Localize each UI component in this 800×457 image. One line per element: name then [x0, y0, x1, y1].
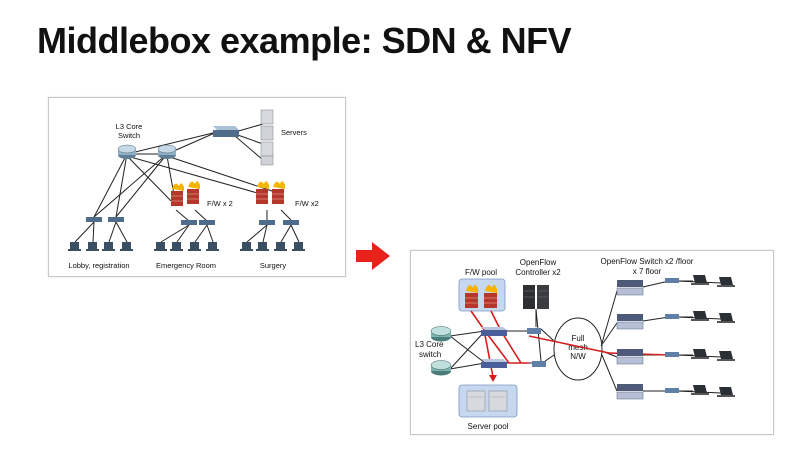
fw-label-er: F/W x 2 — [207, 199, 233, 208]
transition-arrow-icon — [356, 242, 390, 270]
fw-pool-label: F/W pool — [465, 268, 497, 277]
openflow-controller — [523, 285, 549, 309]
access-switches — [86, 217, 299, 225]
server-stack — [260, 109, 274, 166]
traditional-links — [74, 123, 300, 243]
slide-title: Middlebox example: SDN & NFV — [37, 20, 572, 61]
controller-label-line2: Controller x2 — [515, 268, 561, 277]
fw-pool-firewall-2 — [484, 284, 497, 308]
firewall-er-1 — [171, 183, 184, 206]
controller-label-line1: OpenFlow — [520, 258, 557, 267]
workstations — [68, 242, 305, 251]
mesh-label-line3: N/W — [570, 352, 586, 361]
core-label-line2: Switch — [118, 131, 140, 140]
core-router-1 — [117, 144, 137, 159]
server-pool-label: Server pool — [468, 422, 509, 431]
zone-label-surgery: Surgery — [260, 261, 287, 270]
server-pool-servers — [466, 390, 508, 412]
mesh-label-line1: Full — [572, 334, 585, 343]
floor-switch-label-line1: OpenFlow Switch x2 /floor — [601, 257, 694, 266]
floor-access-switches — [665, 278, 679, 393]
floor-switch-label-line2: x 7 floor — [633, 267, 662, 276]
zone-label-er: Emergency Room — [156, 261, 216, 270]
zone-label-lobby: Lobby, registration — [68, 261, 129, 270]
sdn-core-router-1 — [430, 326, 452, 342]
sdn-core-router-2 — [430, 360, 452, 376]
floor-laptops — [691, 275, 735, 397]
distribution-switch — [213, 126, 239, 137]
sdn-core-label-line1: L3 Core — [415, 340, 444, 349]
sdn-network-svg: F/W pool OpenFlow Controller x2 Full mes… — [415, 257, 735, 431]
firewall-surgery-2 — [272, 181, 285, 204]
servers-label: Servers — [281, 128, 307, 137]
fw-pool-firewall-1 — [465, 284, 478, 308]
firewall-er-2 — [187, 181, 200, 204]
core-label-line1: L3 Core — [116, 122, 143, 131]
firewall-surgery-1 — [256, 181, 269, 204]
core-openflow-switches — [481, 327, 546, 368]
fw-label-surgery: F/W x2 — [295, 199, 319, 208]
sdn-core-label-line2: switch — [419, 350, 441, 359]
sdn-network-diagram: F/W pool OpenFlow Controller x2 Full mes… — [410, 250, 774, 435]
mesh-label-line2: mesh — [568, 343, 588, 352]
floor-openflow-switches — [616, 280, 644, 400]
traditional-network-svg: L3 Core Switch Servers F/W x 2 F/W x2 — [68, 109, 319, 270]
full-mesh-network — [553, 317, 603, 381]
core-router-2 — [157, 144, 177, 159]
traditional-network-diagram: L3 Core Switch Servers F/W x 2 F/W x2 — [48, 97, 346, 277]
